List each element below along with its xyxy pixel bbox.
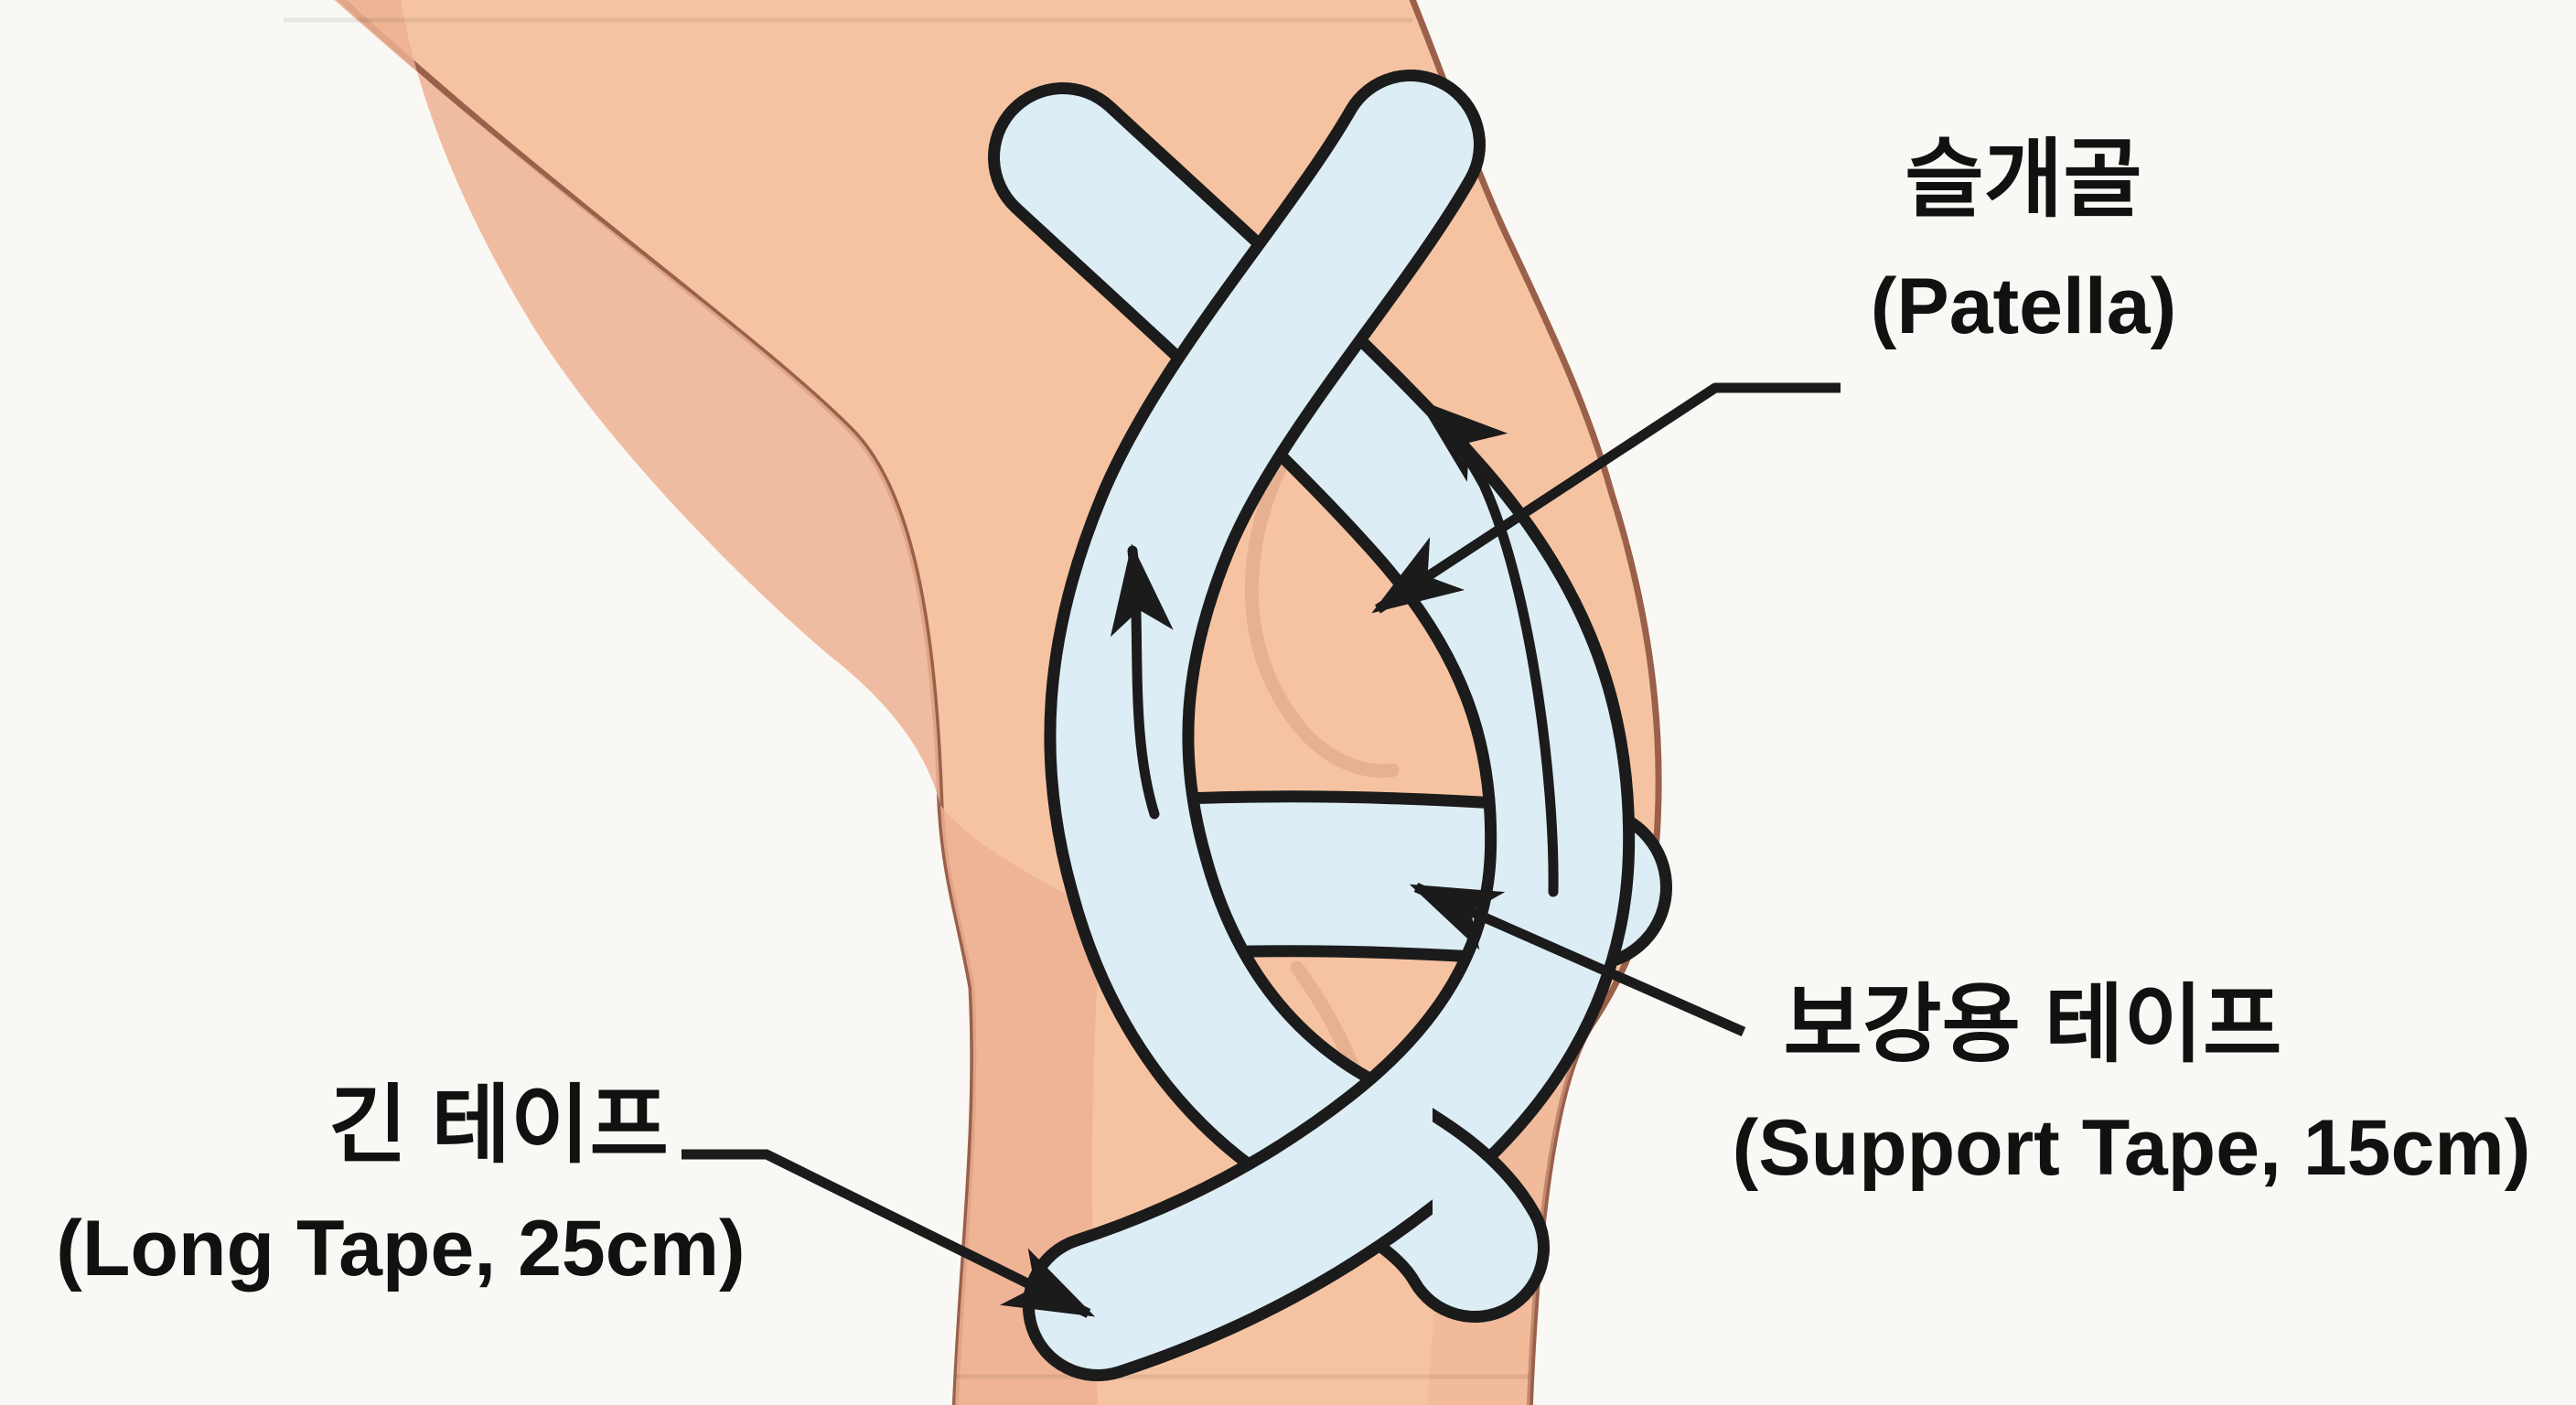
long-tape-overlap-body: [1035, 1023, 1433, 1369]
long-tape-overlap: [1023, 1003, 1433, 1381]
long-tape-leader-line: [682, 1149, 1096, 1318]
support-tape-leader-line: [1409, 882, 1746, 1037]
long-tape-label-en: (Long Tape, 25cm): [56, 1205, 745, 1292]
support-tape-label-en: (Support Tape, 15cm): [1733, 1104, 2531, 1192]
thigh-shadow: [334, 0, 940, 805]
patella-leader-line: [1371, 382, 1841, 614]
patella-label-en: (Patella): [1871, 263, 2177, 350]
support-tape-label-ko: 보강용 테이프: [1784, 976, 2282, 1072]
long-tape-label-ko: 긴 테이프: [328, 1077, 669, 1173]
patella-contour-crease: [1244, 455, 1400, 778]
patella-label-ko: 슬개골: [1905, 131, 2141, 227]
tension-up-arrow-right: [1417, 399, 1559, 897]
tension-up-arrow-left: [1110, 543, 1174, 820]
